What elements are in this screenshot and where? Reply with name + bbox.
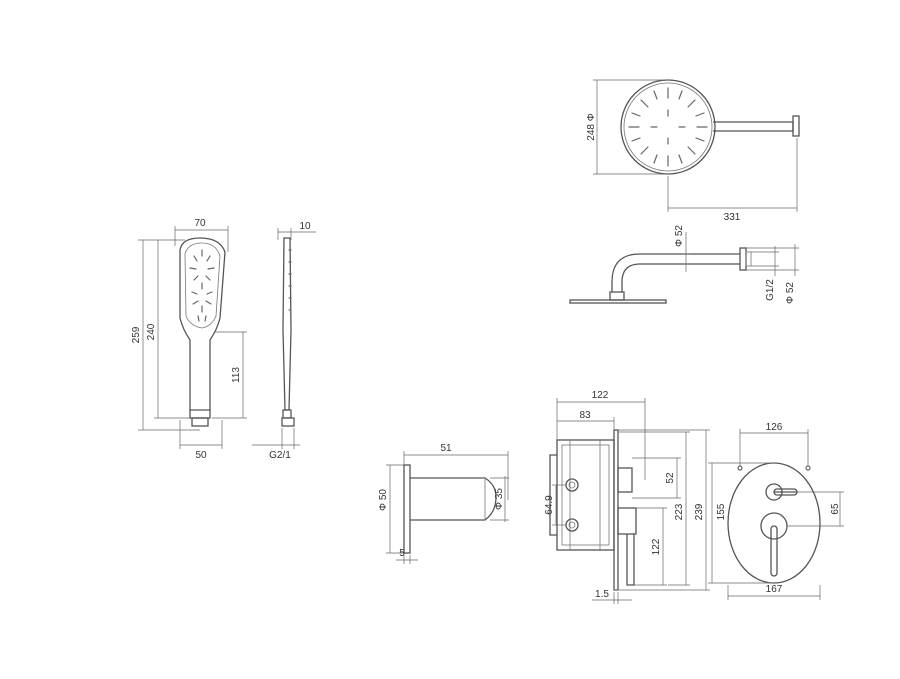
dim-outlet-flange: Φ 50 [378, 464, 404, 554]
dim-label-outlet-thickness: 5 [399, 548, 405, 559]
dim-label-box-height-total: 239 [694, 503, 705, 520]
dim-overhead-arm-diameter: Φ 52 [674, 225, 690, 272]
dim-outlet-spout: Φ 35 [490, 476, 509, 522]
dim-box-port-spacing: 64.9 [544, 484, 566, 526]
dim-label-overhead-arm: 331 [724, 212, 741, 223]
dim-outlet-thickness: 5 [396, 548, 418, 564]
dim-hand-handle: 113 [212, 331, 247, 419]
dim-label-hand-base: 50 [195, 450, 207, 461]
dim-plate-handle-offset: 65 [787, 491, 844, 527]
dim-label-outlet-flange: Φ 50 [378, 489, 389, 511]
dim-overhead-flange: Φ 52 [746, 244, 799, 304]
hand-shower-side-view: 10 G2/1 [252, 221, 316, 461]
dim-overhead-thread: G1/2 [751, 246, 779, 301]
dim-label-box-upper-offset: 52 [665, 472, 676, 484]
overhead-shower-side-view: Φ 52 G1/2 Φ 52 [569, 225, 799, 304]
wall-outlet-view: 51 Φ 50 Φ 35 5 [378, 443, 509, 564]
dim-box-height-inner: 223 [618, 431, 690, 586]
dim-hand-total-height: 259 [131, 239, 200, 431]
dim-label-hand-thread: G2/1 [269, 450, 291, 461]
dim-hand-thread: G2/1 [252, 428, 300, 461]
dim-label-plate-width-top: 126 [766, 422, 783, 433]
dim-label-box-height-inner: 223 [674, 503, 685, 520]
dim-label-hand-head-height: 240 [146, 323, 157, 340]
dim-hand-thickness: 10 [277, 221, 316, 240]
dim-box-lower-offset: 122 [634, 507, 667, 586]
dim-label-overhead-flange: Φ 52 [785, 282, 796, 304]
hand-shower-front-view: 70 259 240 113 50 [131, 218, 247, 461]
dim-label-box-depth-total: 122 [592, 390, 609, 401]
dim-label-overhead-thread: G1/2 [765, 279, 776, 301]
dim-overhead-arm: 331 [667, 138, 798, 223]
dim-label-hand-total-height: 259 [131, 326, 142, 343]
dim-box-wall-step: 1.5 [592, 589, 632, 604]
dim-box-depth-total: 122 [556, 390, 646, 480]
dim-label-plate-width-bottom: 167 [766, 584, 783, 595]
dim-hand-head-height: 240 [146, 240, 190, 419]
dim-label-box-lower-offset: 122 [651, 538, 662, 555]
dim-label-hand-width: 70 [194, 218, 206, 229]
dim-label-box-depth-body: 83 [579, 410, 591, 421]
overhead-spray-pattern [628, 87, 708, 167]
dim-plate-height: 155 [708, 462, 774, 584]
concealed-box-view: 122 83 64.9 52 122 [544, 390, 710, 604]
dim-label-hand-thickness: 10 [299, 221, 311, 232]
dim-label-overhead-arm-diameter: Φ 52 [674, 225, 685, 247]
dim-label-overhead-diameter: 248 Φ [586, 113, 597, 140]
hand-shower-spray-pattern [189, 249, 215, 322]
overhead-shower-top-view: 248 Φ 331 [586, 79, 800, 223]
dim-label-plate-height: 155 [716, 503, 727, 520]
dim-overhead-diameter: 248 Φ [586, 79, 668, 175]
dim-plate-width-bottom: 167 [727, 584, 821, 600]
dim-box-depth-body: 83 [557, 410, 615, 430]
dim-outlet-depth: 51 [403, 443, 509, 500]
dim-hand-width: 70 [174, 218, 229, 252]
cover-plate-view: 126 155 65 167 [708, 422, 844, 600]
dim-box-height-total: 239 [618, 429, 710, 591]
dim-label-outlet-spout: Φ 35 [494, 488, 505, 510]
dim-label-outlet-depth: 51 [440, 443, 452, 454]
dim-label-plate-handle-offset: 65 [830, 503, 841, 515]
dim-plate-width-top: 126 [739, 422, 809, 466]
dim-label-box-wall-step: 1.5 [595, 589, 609, 600]
dim-box-upper-offset: 52 [632, 457, 681, 499]
dim-label-box-port-spacing: 64.9 [544, 495, 555, 515]
dim-hand-base: 50 [179, 420, 223, 461]
dim-label-hand-handle: 113 [231, 367, 242, 383]
